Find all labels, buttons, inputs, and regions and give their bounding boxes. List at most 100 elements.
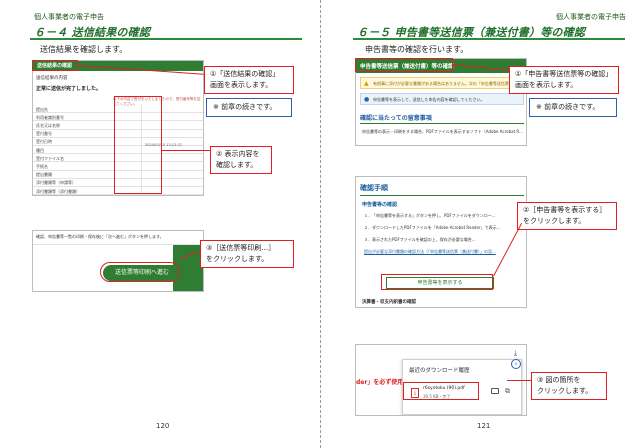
info-icon: ● <box>364 96 370 103</box>
procedure-screenshot: 確認手順 申告書等の確認 １．「申告書等を表示する」ボタンを押し、PDFファイル… <box>355 176 527 308</box>
connector-3 <box>507 380 531 381</box>
row-separator <box>141 170 142 178</box>
table-row: 添付書類等（添付書類） <box>33 187 203 195</box>
procedure-title-rule <box>360 195 524 196</box>
show-button-highlight <box>381 274 493 290</box>
running-header: 個人事業者の電子申告 <box>556 13 626 21</box>
result-heading: 送信結果の内容 <box>36 76 68 81</box>
row-label: 提出書類 <box>36 172 52 178</box>
proceed-instruction: 確認、申告書等一覧の印刷・保存後に「次へ進む」ボタンを押します。 <box>36 234 164 239</box>
table-row: 種目 <box>33 146 203 155</box>
row-separator <box>141 137 142 145</box>
screen-title-bar: 申告書等送信票（兼送付書）等の確認 <box>356 59 526 73</box>
download-screenshot: der」を必ず使用 最近のダウンロード履歴 ⤓ r6syotoku (90).p… <box>355 344 527 416</box>
confirm-screenshot: 申告書等送信票（兼送付書）等の確認 ▲ 有償事に添付が必要な書類がある場合はあり… <box>355 58 527 146</box>
row-separator <box>141 178 142 186</box>
proceed-button-highlight <box>100 262 180 282</box>
table-row: 受付ファイル名 <box>33 154 203 163</box>
row-label: 提出先 <box>36 106 48 112</box>
download-file-highlight <box>403 382 479 400</box>
table-row: 提出先 <box>33 105 203 114</box>
screen-title-bar: 送信結果の確認 <box>33 61 203 71</box>
show-return-button[interactable]: 申告書等を表示する <box>386 277 494 289</box>
left-page: 個人事業者の電子申告 ６－４ 送信結果の確認 送信結果を確認します。 送信結果の… <box>0 0 320 448</box>
proceed-divider <box>33 244 203 245</box>
warning-box: ▲ 有償事に添付が必要な書類がある場合はありません。次の「申告書等送信票... <box>360 77 524 89</box>
callout-2: ② 表示内容を 確認します。 <box>210 146 272 174</box>
info-box: ● 申告書等を表示して、送信した申告内容を確認してください。 <box>360 93 524 105</box>
section-title: ６－５ 申告書等送信票（兼送付書）等の確認 <box>357 26 586 39</box>
callout-3: ③ 図の箇所を クリックします。 <box>531 372 607 400</box>
table-row: 添付書類等（申請等） <box>33 178 203 187</box>
row-separator <box>141 129 142 137</box>
row-separator <box>141 113 142 121</box>
row-label: 受付ファイル名 <box>36 155 64 161</box>
proceed-screenshot: 確認、申告書等一覧の印刷・保存後に「次へ進む」ボタンを押します。 送信票等印刷へ… <box>32 230 204 292</box>
callout-1: ①「送信結果の確認」 画面を表示します。 <box>204 66 294 94</box>
continuation-note: ※ 前章の続きです。 <box>206 98 292 117</box>
table-values-highlight <box>114 96 162 194</box>
section-description: 送信結果を確認します。 <box>40 45 128 54</box>
row-label: 手続名 <box>36 163 48 169</box>
section-rule <box>30 38 302 40</box>
procedure-footer: 決算書・収支内訳書の確認 <box>362 300 416 305</box>
info-text: 申告書等を表示して、送信した申告内容を確認してください。 <box>373 97 485 102</box>
row-label: 種目 <box>36 147 44 153</box>
screen-title-highlight <box>355 58 453 72</box>
row-separator <box>141 187 142 195</box>
background-text: der」を必ず使用 <box>356 379 404 386</box>
table-row: 受付日時 <box>33 137 203 146</box>
caution-bullet: 申告書等の表示・印刷をする場合、PDFファイルを表示するソフト（Adobe Ac… <box>362 129 523 134</box>
row-label: 利用者識別番号 <box>36 114 64 120</box>
procedure-step: ３．表示されたPDFファイルを確認の上、保存が必要な場合... <box>364 237 476 242</box>
callout-1: ①「申告書等送信票等の確認」 画面を表示します。 <box>509 66 619 94</box>
connector-2 <box>162 150 210 151</box>
row-separator <box>141 154 142 162</box>
more-icon[interactable]: ⌕ <box>511 359 521 369</box>
folder-icon[interactable] <box>491 388 499 394</box>
download-popup: 最近のダウンロード履歴 ⤓ r6syotoku (90).pdf 39.5 KB… <box>402 359 522 415</box>
caution-rule <box>360 123 524 124</box>
page-number: 120 <box>156 422 170 430</box>
open-external-icon[interactable]: ⧉ <box>505 387 510 395</box>
warning-text: 有償事に添付が必要な書類がある場合はありません。次の「申告書等送信票... <box>373 81 513 86</box>
download-tray-icon[interactable]: ⤓ <box>514 349 518 357</box>
table-row: 提出書類 <box>33 170 203 179</box>
table-row: 利用者識別番号 <box>33 113 203 122</box>
popup-title: 最近のダウンロード履歴 <box>409 368 470 374</box>
warning-icon: ▲ <box>364 80 369 87</box>
procedure-title: 確認手順 <box>360 184 388 192</box>
send-result-screenshot: 送信結果の確認 送信結果の内容 正常に送信が完了しました。 以下の内容で受付をい… <box>32 60 204 196</box>
result-date-value: 2024/03/15 13:12:22 <box>145 143 183 147</box>
row-separator <box>141 121 142 129</box>
download-file-name[interactable]: r6syotoku (90).pdf <box>423 386 465 391</box>
row-label: 添付書類等（申請等） <box>36 180 76 186</box>
page-number: 121 <box>477 422 491 430</box>
row-label: 受付番号 <box>36 131 52 137</box>
print-send-form-button[interactable]: 送信票等印刷へ進む <box>103 265 181 281</box>
row-separator <box>141 146 142 154</box>
section-rule <box>353 38 625 40</box>
result-notice: 以下の内容で受付をいたしましたので、受付番号等を控えてください。 <box>113 97 201 106</box>
table-row: 氏名又は名称 <box>33 121 203 130</box>
row-label: 氏名又は名称 <box>36 122 60 128</box>
row-label: 添付書類等（添付書類） <box>36 188 80 194</box>
procedure-subtitle: 申告書等の確認 <box>362 202 398 208</box>
procedure-step: ２．ダウンロードしたPDFファイルを「Adobe Acrobat Reader」… <box>364 225 501 230</box>
caution-heading: 確認に当たっての留意事項 <box>360 115 432 122</box>
screen-title: 送信結果の確認 <box>37 63 73 69</box>
attachment-check-link[interactable]: 提出が必要な添付書類の確認方法（「申告書等送信票（兼送付書）」の見... <box>364 249 496 254</box>
continuation-note: ※ 前章の続きです。 <box>529 98 617 117</box>
screen-title: 申告書等送信票（兼送付書）等の確認 <box>360 64 454 70</box>
section-title: ６－４ 送信結果の確認 <box>34 26 151 39</box>
right-page: 個人事業者の電子申告 ６－５ 申告書等送信票（兼送付書）等の確認 申告書等の確認… <box>320 0 640 448</box>
callout-2: ②［申告書等を表示する］ をクリックします。 <box>517 202 617 230</box>
callout-3: ③［送信票等印刷…］ をクリックします。 <box>200 240 294 268</box>
download-file-size: 39.5 KB・完了 <box>423 394 451 399</box>
row-separator <box>141 105 142 113</box>
table-row: 受付番号 <box>33 129 203 138</box>
row-separator <box>141 162 142 170</box>
screen-title-highlight <box>32 60 78 71</box>
table-row: 手続名 <box>33 162 203 171</box>
pdf-file-icon: ⤓ <box>411 388 419 398</box>
